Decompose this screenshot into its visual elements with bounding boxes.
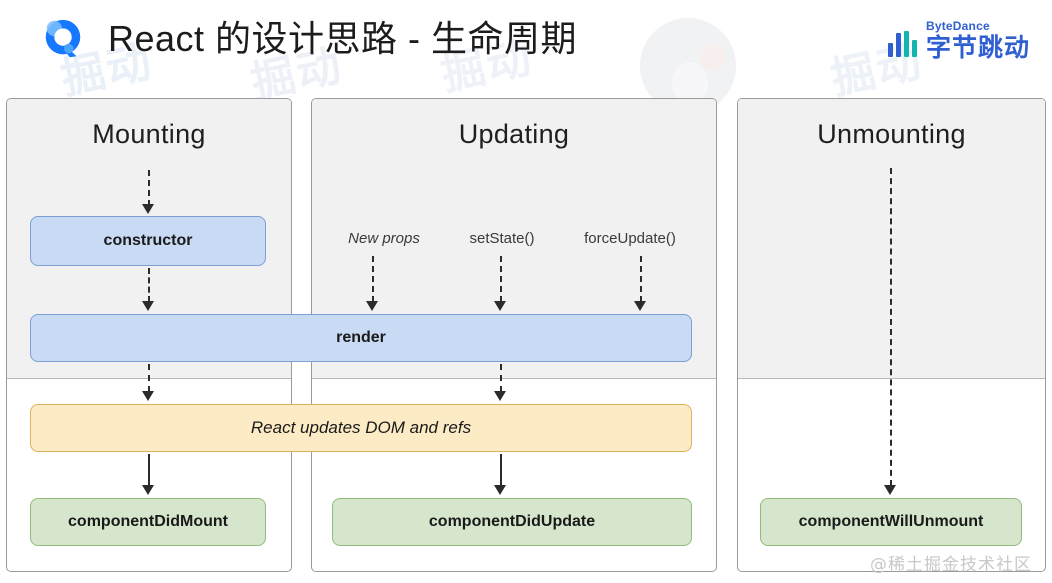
connector-render-to-updates-updating bbox=[500, 364, 502, 392]
trigger-label-new-props: New props bbox=[348, 230, 420, 247]
bytedance-bars-icon bbox=[887, 30, 917, 57]
lifecycle-box-render[interactable]: render bbox=[30, 314, 692, 362]
panel-unmounting-title: Unmounting bbox=[817, 119, 966, 149]
lifecycle-box-component-did-mount[interactable]: componentDidMount bbox=[30, 498, 266, 546]
connector-constructor-to-render bbox=[148, 268, 150, 302]
react-design-logo-icon bbox=[45, 19, 81, 58]
arrowhead-render-to-updates-mounting bbox=[142, 391, 154, 401]
panel-mounting-title: Mounting bbox=[92, 119, 206, 149]
arrowhead-to-will-unmount bbox=[884, 485, 896, 495]
arrowhead-new-props-to-render bbox=[366, 301, 378, 311]
arrowhead-constructor-to-render bbox=[142, 301, 154, 311]
connector-render-to-updates-mounting bbox=[148, 364, 150, 392]
lifecycle-box-react-updates-dom-and-refs[interactable]: React updates DOM and refs bbox=[30, 404, 692, 452]
connector-force-update-to-render bbox=[640, 256, 642, 302]
connector-updates-to-did-mount bbox=[148, 454, 150, 486]
trigger-label-force-update: forceUpdate() bbox=[584, 230, 676, 247]
bytedance-name-cn: 字节跳动 bbox=[925, 33, 1030, 62]
lifecycle-box-component-did-update[interactable]: componentDidUpdate bbox=[332, 498, 692, 546]
page-header: React 的设计思路 - 生命周期 ByteDance 字节跳动 bbox=[0, 0, 1052, 92]
bytedance-wordmark: ByteDance 字节跳动 bbox=[926, 20, 1030, 60]
connector-title-to-constructor bbox=[148, 170, 150, 206]
trigger-label-set-state: setState() bbox=[469, 230, 535, 247]
arrowhead-updates-to-did-update bbox=[494, 485, 506, 495]
connector-set-state-to-render bbox=[500, 256, 502, 302]
connector-unmounting-to-will-unmount bbox=[890, 168, 892, 486]
page-title: React 的设计思路 - 生命周期 bbox=[108, 18, 578, 59]
bytedance-logo: ByteDance 字节跳动 bbox=[887, 17, 1030, 63]
lifecycle-box-component-will-unmount[interactable]: componentWillUnmount bbox=[760, 498, 1022, 546]
bytedance-name-en: ByteDance bbox=[925, 19, 990, 33]
connector-new-props-to-render bbox=[372, 256, 374, 302]
arrowhead-updates-to-did-mount bbox=[142, 485, 154, 495]
community-watermark: @稀土掘金技术社区 bbox=[870, 555, 1032, 575]
arrowhead-set-state-to-render bbox=[494, 301, 506, 311]
connector-updates-to-did-update bbox=[500, 454, 502, 486]
arrowhead-render-to-updates-updating bbox=[494, 391, 506, 401]
arrowhead-to-constructor bbox=[142, 204, 154, 214]
panel-updating-title: Updating bbox=[458, 119, 570, 149]
arrowhead-force-update-to-render bbox=[634, 301, 646, 311]
lifecycle-box-constructor[interactable]: constructor bbox=[30, 216, 266, 266]
